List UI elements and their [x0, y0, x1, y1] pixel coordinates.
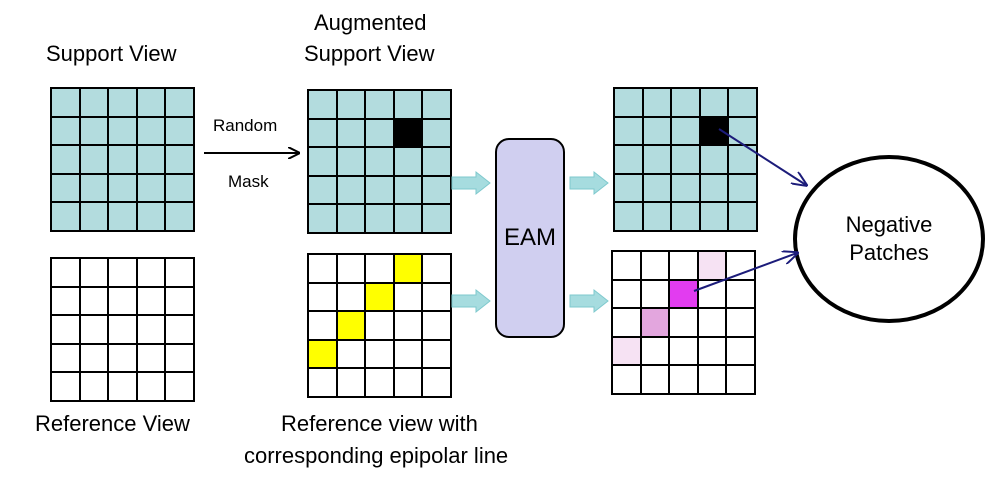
grid-cell	[613, 115, 644, 146]
grid-cell	[392, 89, 423, 120]
grid-cell	[50, 201, 81, 232]
grid-cell	[364, 203, 395, 234]
grid-cell	[670, 201, 701, 232]
grid-cell	[725, 335, 756, 366]
grid-cell	[641, 115, 672, 146]
grid-cell	[727, 144, 758, 175]
eam-module: EAM	[495, 138, 565, 338]
output-support-grid	[613, 87, 758, 232]
grid-cell	[421, 203, 452, 234]
negative-patches-label-line1: Negative	[845, 212, 933, 237]
grid-cell	[696, 364, 727, 395]
grid-cell	[725, 364, 756, 395]
grid-cell	[421, 89, 452, 120]
random-mask-label-line2: Mask	[228, 172, 269, 191]
reference-view-label: Reference View	[35, 411, 190, 436]
grid-cell	[392, 338, 423, 369]
grid-cell	[164, 201, 195, 232]
grid-cell	[421, 310, 452, 341]
grid-cell	[392, 203, 423, 234]
augmented-support-view-label-line1: Augmented	[314, 10, 427, 35]
reference-view-grid	[50, 257, 195, 402]
arrow-masked-to-negative	[718, 128, 806, 185]
grid-cell	[50, 257, 81, 288]
grid-cell	[164, 144, 195, 175]
grid-cell	[392, 281, 423, 312]
reference-epipolar-label-line1: Reference view with	[281, 411, 478, 436]
reference-epipolar-label-line2: corresponding epipolar line	[244, 443, 509, 468]
grid-cell	[421, 367, 452, 398]
grid-cell	[107, 172, 138, 203]
grid-cell	[78, 371, 109, 402]
negative-patches-ellipse: Negative Patches	[793, 155, 985, 323]
eam-label: EAM	[503, 224, 556, 251]
grid-cell	[50, 285, 81, 316]
grid-cell	[307, 203, 338, 234]
arrow-ref-to-eam	[451, 288, 491, 314]
grid-cell	[164, 371, 195, 402]
arrow-eam-to-ref-out	[569, 288, 609, 314]
random-mask-label-line1: Random	[213, 116, 278, 135]
grid-cell	[364, 310, 395, 341]
grid-cell	[164, 285, 195, 316]
grid-cell	[364, 367, 395, 398]
arrow-magenta-to-negative	[693, 253, 797, 292]
arrow-aug-to-eam	[451, 170, 491, 196]
grid-cell	[611, 250, 642, 281]
grid-cell	[727, 115, 758, 146]
negative-patches-label-line2: Patches	[849, 240, 929, 265]
grid-cell	[364, 146, 395, 177]
augmented-support-view-label-line2: Support View	[304, 41, 435, 66]
epipolar-reference-grid	[307, 253, 452, 398]
grid-cell	[135, 201, 166, 232]
grid-cell	[78, 314, 109, 345]
grid-cell	[727, 201, 758, 232]
grid-cell	[727, 87, 758, 118]
support-view-label: Support View	[46, 41, 177, 66]
grid-cell	[307, 117, 338, 148]
grid-cell	[613, 172, 644, 203]
grid-cell	[307, 367, 338, 398]
grid-cell	[335, 367, 366, 398]
grid-cell	[164, 87, 195, 118]
output-reference-grid	[611, 250, 756, 395]
support-view-grid	[50, 87, 195, 232]
grid-cell	[668, 307, 699, 338]
augmented-support-grid	[307, 89, 452, 234]
grid-cell	[421, 174, 452, 205]
arrow-eam-to-support-out	[569, 170, 609, 196]
